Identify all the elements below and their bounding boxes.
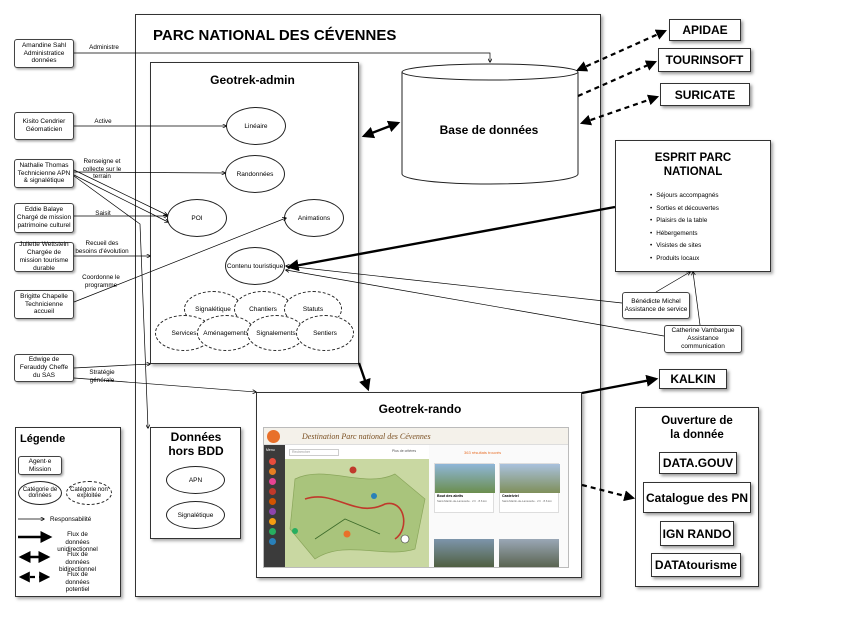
- legend-flow-potential: Flux de données potentiel: [65, 571, 90, 594]
- legend-actor: Agent·e Mission: [18, 456, 62, 475]
- usecase-contenu-touristique: Contenu touristique: [225, 247, 285, 285]
- site-result-card-1-title: Bout des abrits: [437, 494, 464, 498]
- database-title: Base de données: [439, 123, 539, 137]
- site-menu-sidebar: [264, 445, 285, 567]
- site-result-card-4[interactable]: [499, 539, 559, 567]
- site-header: [264, 428, 568, 445]
- site-banner: Destination Parc national des Cévennes: [302, 432, 431, 441]
- usecase-randonnees: Randonnées: [225, 155, 285, 193]
- esprit-parc-title: ESPRIT PARC NATIONAL: [654, 152, 732, 178]
- actor-juliette: Juliette Wettstein Chargée de mission to…: [14, 241, 74, 272]
- ouverture-ign-rando: IGN RANDO: [660, 521, 734, 546]
- page-title: PARC NATIONAL DES CÉVENNES: [153, 27, 397, 44]
- esprit-item: Plaisirs de la table: [650, 215, 765, 228]
- ouverture-catalogue-pn: Catalogue des PN: [643, 482, 751, 513]
- geotrek-rando-screenshot: Destination Parc national des Cévennes M…: [263, 427, 569, 568]
- esprit-parc-list: Séjours accompagnés Sorties et découvert…: [650, 190, 765, 266]
- esprit-item: Visistes de sites: [650, 240, 765, 253]
- site-result-card-1-meta: Saint-Martin-de-Lansuscle · 2 h · 8.6 km: [437, 499, 487, 503]
- relation-recueil: Recueil des besoins d'évolution: [75, 240, 129, 255]
- site-category-icons: [269, 458, 280, 558]
- actor-catherine: Catherine Vambargue Assistance communica…: [664, 325, 742, 353]
- database-cylinder: [401, 63, 579, 185]
- hors-bdd-signaletique: Signalétique: [166, 501, 225, 529]
- actor-eddie: Eddie Balaye Chargé de mission patrimoin…: [14, 203, 74, 233]
- legend-responsibility: Responsabilité: [50, 516, 92, 523]
- site-result-card-3[interactable]: [434, 539, 494, 567]
- esprit-item: Sorties et découvertes: [650, 203, 765, 216]
- actor-nathalie: Nathalie Thomas Technicienne APN & signa…: [14, 159, 74, 188]
- site-filter-button[interactable]: Plus de critères: [392, 449, 417, 453]
- geotrek-admin-title: Geotrek-admin: [210, 73, 295, 87]
- ouverture-datatourisme: DATAtourisme: [651, 553, 741, 577]
- esprit-item: Produits locaux: [650, 253, 765, 266]
- relation-active: Active: [94, 118, 112, 125]
- site-map[interactable]: [285, 459, 429, 568]
- relation-coordonne: Coordonne le programme: [82, 274, 120, 289]
- legend-title: Légende: [20, 433, 66, 445]
- site-logo-icon: [267, 430, 280, 443]
- site-search-input[interactable]: Rechercher: [289, 449, 339, 456]
- hors-bdd-apn: APN: [166, 466, 225, 494]
- relation-saisit: Saisit: [95, 210, 111, 217]
- ouverture-title: Ouverture de la donnée: [661, 415, 733, 442]
- source-apidae: APIDAE: [669, 19, 741, 41]
- hors-bdd-title: Données hors BDD: [168, 430, 224, 459]
- ouverture-data-gouv: DATA.GOUV: [659, 452, 737, 474]
- potential-amenagements: Aménagements: [197, 315, 255, 351]
- legend-flow-uni: Flux de données unidirectionnel: [57, 531, 98, 554]
- site-result-card-2-meta: Saint-Martin-de-Lansuscle · 2 h · 8.6 km: [502, 499, 552, 503]
- legend-flow-bi: Flux de données bidirectionnel: [58, 551, 97, 574]
- site-result-card-2-title: Castelviel: [502, 494, 519, 498]
- site-results-count: 363 résultats trouvés: [464, 450, 502, 455]
- potential-sentiers: Sentiers: [296, 315, 354, 351]
- legend-category: Catégorie de données: [18, 481, 62, 505]
- site-result-card-1[interactable]: Bout des abrits Saint-Martin-de-Lansuscl…: [434, 463, 495, 513]
- source-tourinsoft: TOURINSOFT: [658, 48, 751, 72]
- source-suricate: SURICATE: [660, 83, 750, 106]
- actor-kisito: Kisito Cendrier Géomaticien: [14, 112, 74, 140]
- esprit-item: Hébergements: [650, 228, 765, 241]
- actor-benedicte: Bénédicte Michel Assistance de service: [622, 292, 690, 319]
- relation-renseigne: Renseigne et collecte sur le terrain: [82, 158, 122, 181]
- usecase-animations: Animations: [284, 199, 344, 237]
- relation-administre: Administre: [89, 44, 119, 51]
- legend-category-unused: Catégorie non exploitée: [66, 481, 112, 505]
- esprit-item: Séjours accompagnés: [650, 190, 765, 203]
- site-menu-label[interactable]: Menu: [266, 448, 275, 452]
- actor-amandine: Amandine Sahl Administratice données: [14, 39, 74, 68]
- actor-brigitte: Brigitte Chapelle Technicienne accueil: [14, 290, 74, 319]
- kalkin-box: KALKIN: [659, 369, 727, 389]
- site-result-card-2[interactable]: Castelviel Saint-Martin-de-Lansuscle · 2…: [499, 463, 560, 513]
- legend-box: [15, 427, 121, 597]
- actor-edwige: Edwige de Ferauddy Cheffe du SAS: [14, 354, 74, 382]
- relation-strategie: Stratégie générale: [89, 369, 115, 384]
- usecase-poi: POI: [167, 199, 227, 237]
- usecase-lineaire: Linéaire: [226, 107, 286, 145]
- geotrek-rando-title: Geotrek-rando: [378, 402, 462, 416]
